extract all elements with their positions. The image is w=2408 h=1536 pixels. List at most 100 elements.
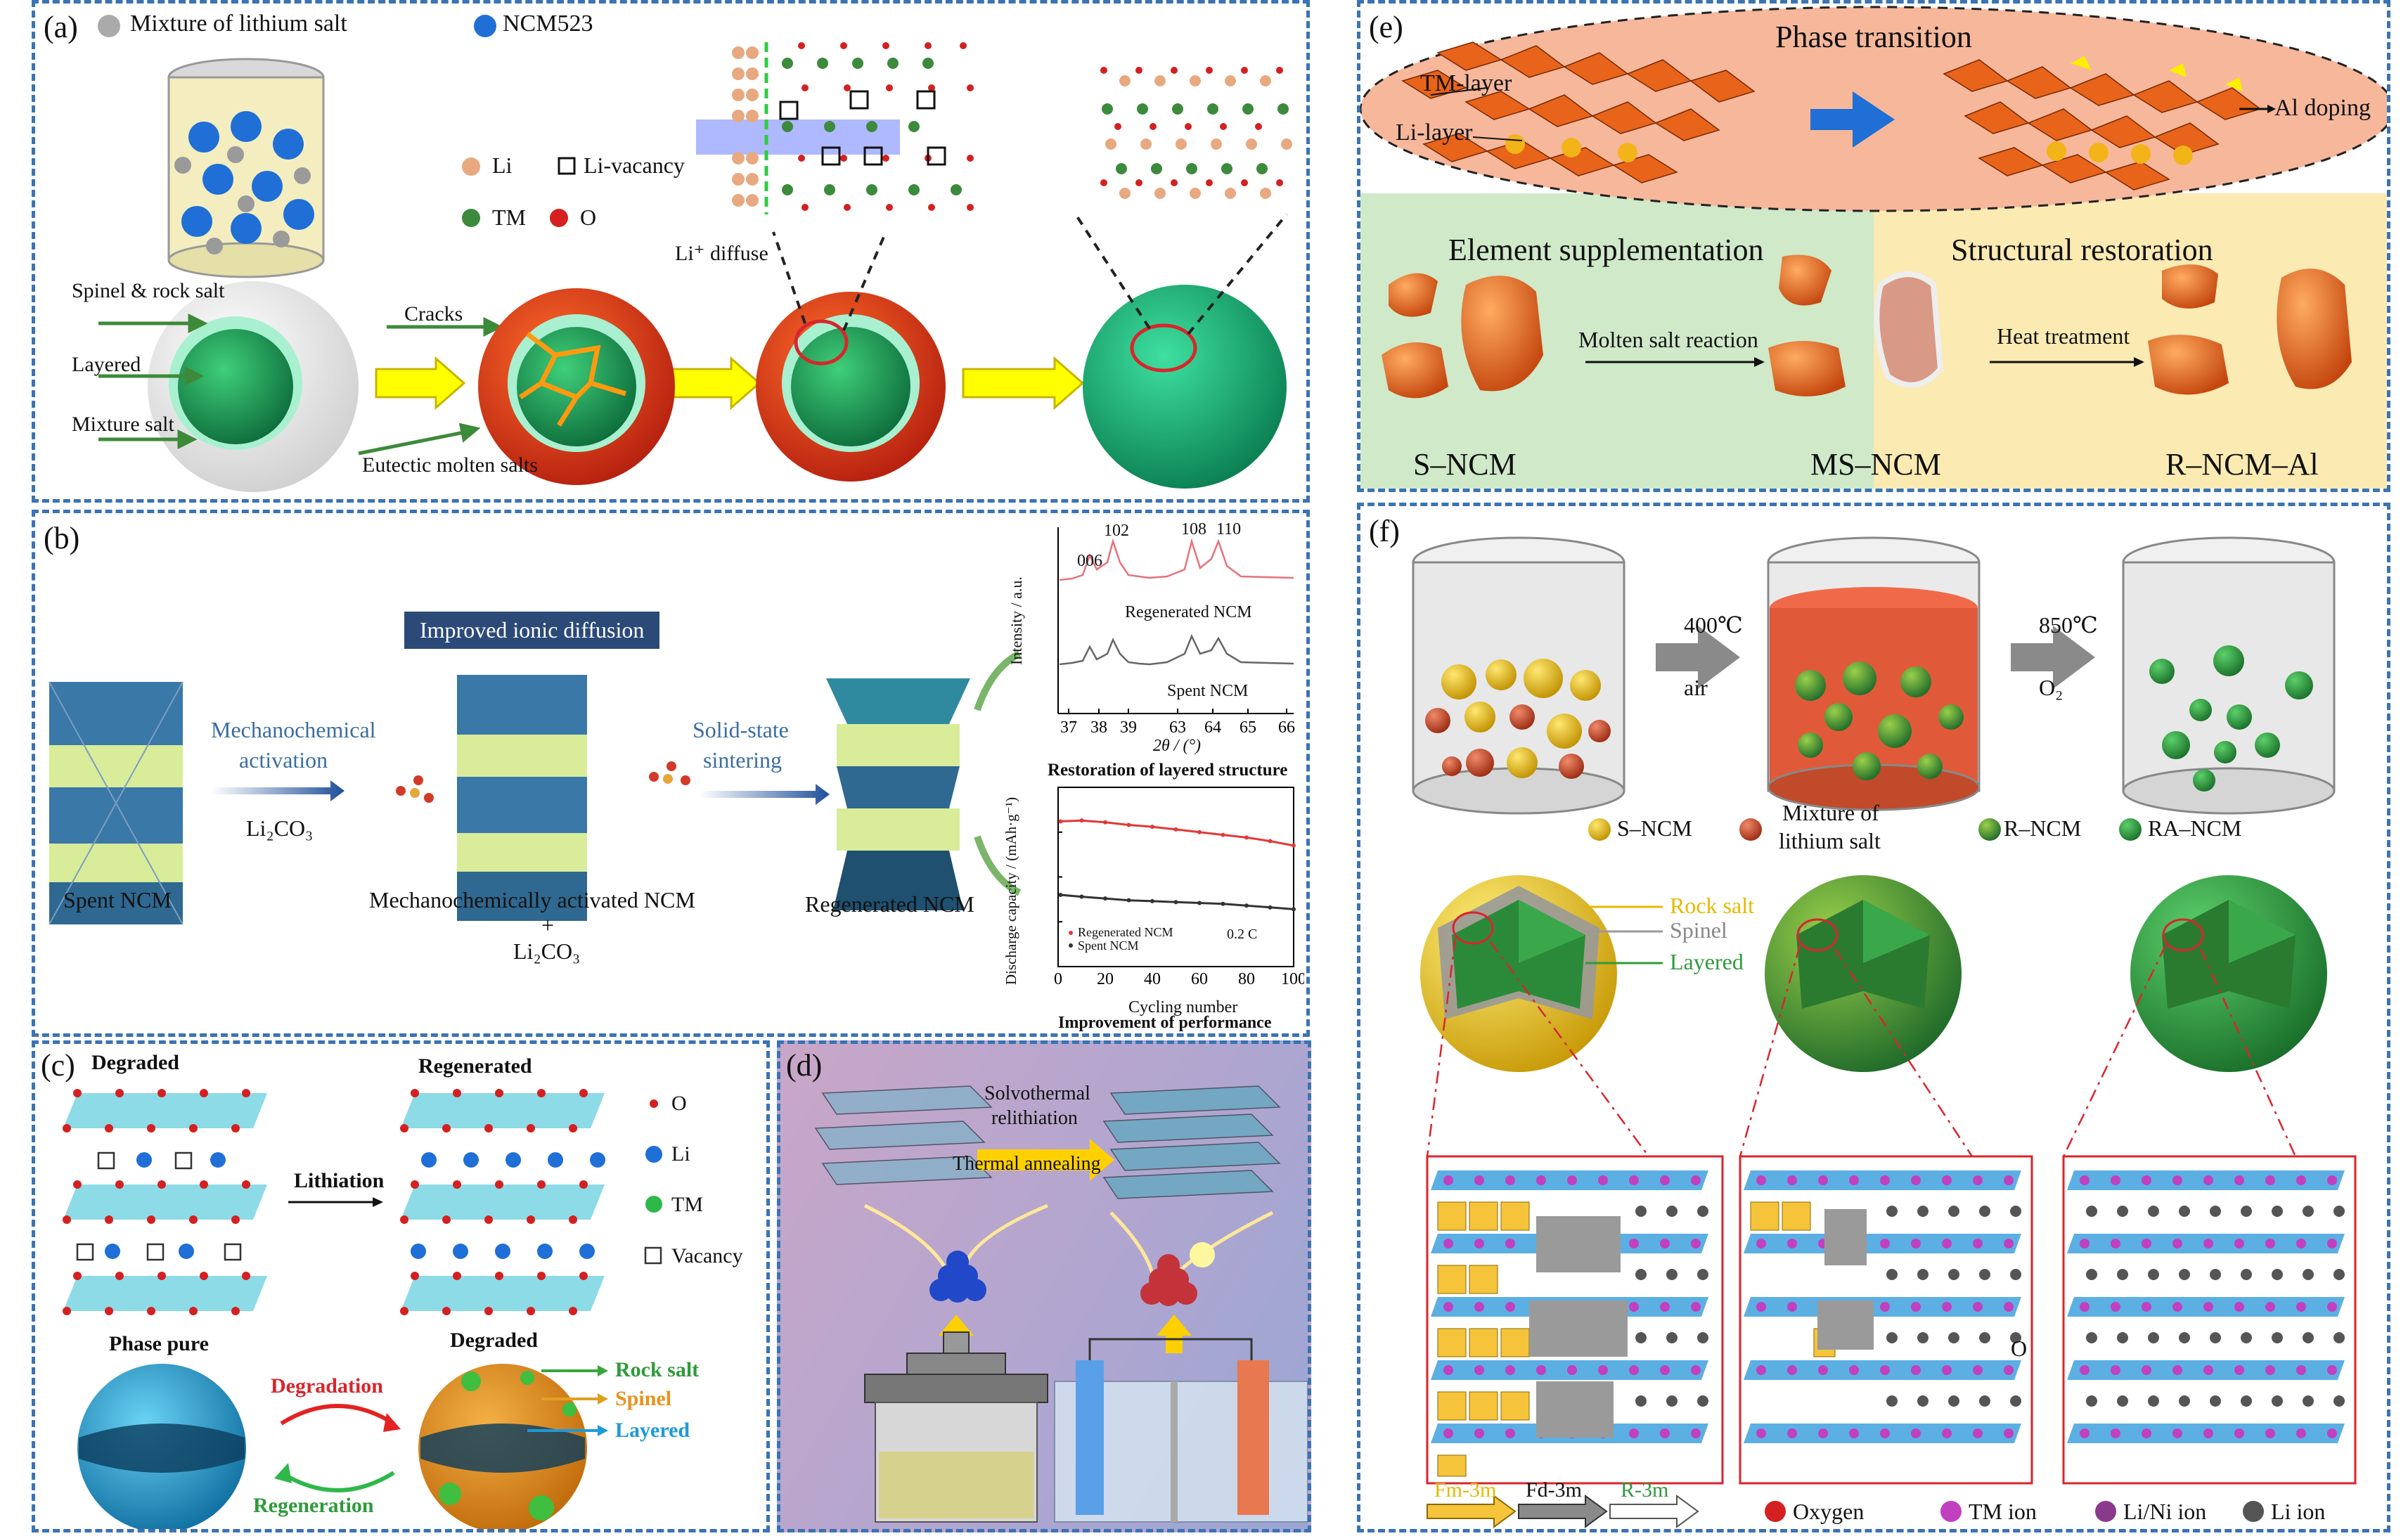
li-ion bbox=[1948, 1269, 1959, 1280]
autoclave bbox=[864, 1331, 1048, 1523]
li-ion bbox=[2179, 1395, 2190, 1407]
tm-ion bbox=[1505, 1302, 1515, 1312]
xrd-xtick: 39 bbox=[1120, 718, 1137, 737]
regenerated-lattice bbox=[400, 1089, 605, 1315]
li-ion bbox=[2333, 1206, 2345, 1217]
cycle-point bbox=[1173, 827, 1178, 832]
li-ion bbox=[1886, 1269, 1898, 1280]
li-ion bbox=[2272, 1395, 2283, 1407]
panel-e-label: (e) bbox=[1369, 10, 1403, 44]
tm-ion bbox=[1849, 1175, 1859, 1185]
tm-ion bbox=[1660, 1175, 1670, 1185]
s-ncm-fragment-1 bbox=[1389, 273, 1438, 317]
tm-ion bbox=[1629, 1175, 1639, 1185]
tm-ion bbox=[2080, 1175, 2090, 1185]
tm-ion bbox=[2111, 1175, 2120, 1185]
mech-ncm-structure bbox=[457, 675, 587, 921]
tm-ion bbox=[2004, 1365, 2014, 1375]
tm-ion bbox=[2296, 1365, 2306, 1375]
improved-diffusion-box: Improved ionic diffusion bbox=[404, 612, 660, 649]
legend-ball-blue bbox=[474, 15, 496, 37]
legend-li-c: Li bbox=[671, 1142, 690, 1166]
tm-ion bbox=[2203, 1239, 2213, 1248]
li-ion bbox=[2241, 1269, 2252, 1280]
spinel-label-c: Spinel bbox=[615, 1387, 672, 1410]
r-ncm-fragment-3 bbox=[2277, 269, 2352, 389]
tm-ion bbox=[2234, 1302, 2244, 1312]
tm-ion bbox=[2234, 1428, 2244, 1438]
degraded-sphere-label: Degraded bbox=[450, 1329, 538, 1352]
li-ion bbox=[1635, 1395, 1647, 1407]
blue-cluster bbox=[929, 1251, 986, 1303]
eutectic-label: Eutectic molten salts bbox=[362, 453, 538, 477]
tm-ion bbox=[1505, 1365, 1515, 1375]
tm-ion bbox=[1942, 1239, 1952, 1248]
li-ion bbox=[2148, 1269, 2159, 1280]
panel-d: (d) Solvothermal relithiation Thermal an… bbox=[777, 1040, 1311, 1532]
particle-regenerated bbox=[1083, 285, 1287, 489]
li-ion bbox=[1948, 1395, 1959, 1407]
cycle-point bbox=[1079, 818, 1084, 823]
panel-f-label: (f) bbox=[1369, 514, 1400, 548]
legend-tm-label: TM bbox=[492, 205, 526, 230]
tm-ion bbox=[2004, 1428, 2014, 1438]
tm-ion bbox=[2203, 1302, 2213, 1312]
li-ion bbox=[1979, 1395, 1990, 1407]
tm-ion bbox=[1660, 1428, 1670, 1438]
heat-treatment-label: Heat treatment bbox=[1997, 323, 2130, 349]
red-cluster bbox=[1140, 1254, 1197, 1306]
tm-ion bbox=[1787, 1175, 1797, 1185]
tm-ion bbox=[1787, 1302, 1797, 1312]
tm-ion bbox=[2203, 1175, 2213, 1185]
r-ncm-fragment-1 bbox=[2162, 264, 2218, 309]
cycle-title: Improvement of performance bbox=[1058, 1014, 1272, 1032]
tm-ion bbox=[1691, 1302, 1701, 1312]
li-ion bbox=[2179, 1332, 2190, 1343]
legend-ball-grey bbox=[98, 15, 120, 37]
li-ion bbox=[2117, 1332, 2128, 1343]
li-ion bbox=[2241, 1332, 2252, 1343]
panel-b-graphics bbox=[49, 650, 1022, 925]
legend-mixture-line2: lithium salt bbox=[1779, 828, 1881, 853]
li-ion bbox=[2148, 1395, 2159, 1407]
spinel-rock-label: Spinel & rock salt bbox=[72, 279, 225, 302]
tm-ion bbox=[2172, 1365, 2182, 1375]
cycle-xtick: 0 bbox=[1054, 970, 1062, 988]
tm-ion bbox=[1660, 1239, 1670, 1248]
phase-fm3m: Fm-3m bbox=[1434, 1478, 1497, 1502]
tm-ion bbox=[1973, 1175, 1983, 1185]
cycle-xtick: 40 bbox=[1144, 970, 1161, 988]
tm-ion bbox=[1660, 1365, 1670, 1375]
legend-vacancy-label: Li-vacancy bbox=[584, 153, 685, 178]
legend-o-c: O bbox=[671, 1092, 687, 1115]
solvothermal-line2: relithiation bbox=[991, 1107, 1078, 1129]
tm-ion bbox=[1849, 1428, 1859, 1438]
tm-ion bbox=[1443, 1302, 1453, 1312]
tm-ion bbox=[1598, 1365, 1608, 1375]
xrd-ylabel: Intensity / a.u. bbox=[1007, 576, 1025, 665]
tm-ion bbox=[2265, 1365, 2275, 1375]
tm-ion bbox=[1911, 1302, 1921, 1312]
xrd-xtick: 64 bbox=[1204, 718, 1221, 737]
tm-ion bbox=[1505, 1239, 1515, 1248]
tm-ion bbox=[1474, 1365, 1484, 1375]
tm-ion bbox=[2142, 1239, 2151, 1248]
cycle-series-line-0 bbox=[1060, 819, 1294, 847]
tm-ion bbox=[2203, 1428, 2213, 1438]
panel-c-label: (c) bbox=[41, 1048, 75, 1083]
li-ion bbox=[2210, 1206, 2221, 1217]
tm-ion bbox=[2080, 1428, 2090, 1438]
cycle-point bbox=[1292, 843, 1296, 848]
cycle-point bbox=[1126, 822, 1131, 827]
tm-ion bbox=[2111, 1302, 2120, 1312]
legend-mixture-line1: Mixture of bbox=[1782, 800, 1879, 825]
solid-state-line2: sintering bbox=[703, 747, 782, 773]
cycle-rate: 0.2 C bbox=[1227, 927, 1258, 942]
tm-ion bbox=[1973, 1239, 1983, 1248]
tm-ion bbox=[1629, 1365, 1639, 1375]
cycle-ylabel: Discharge capacity / (mAh·g⁻¹) bbox=[1003, 796, 1020, 986]
phase-transition-title: Phase transition bbox=[1775, 20, 1972, 54]
ms-ncm-label: MS–NCM bbox=[1810, 447, 1941, 482]
xrd-xlabel: 2θ / (°) bbox=[1153, 737, 1202, 755]
li-ion bbox=[1635, 1206, 1647, 1217]
